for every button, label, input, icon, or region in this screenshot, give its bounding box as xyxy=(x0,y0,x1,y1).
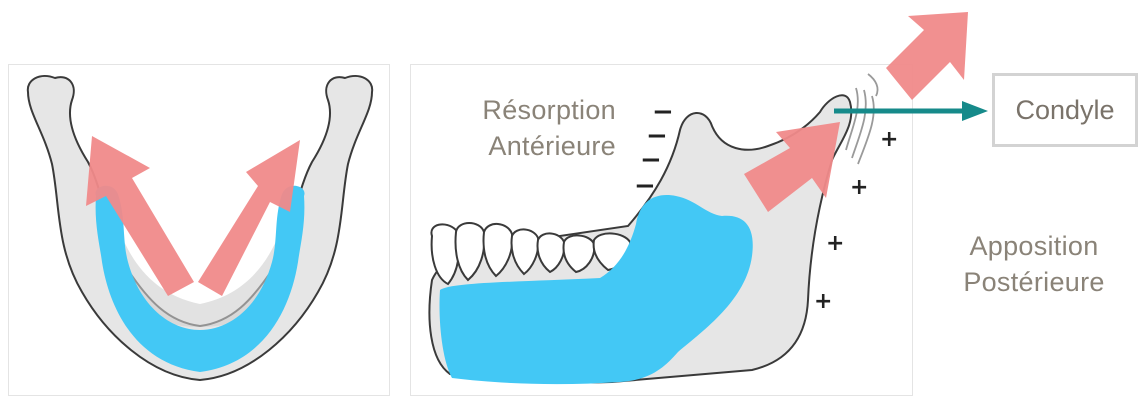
resorption-label-line2: Antérieure xyxy=(446,128,616,164)
growth-arrow-upper-right xyxy=(886,12,968,100)
plus-sign: + xyxy=(880,127,898,152)
apposition-label: Apposition Postérieure xyxy=(936,228,1132,300)
mandible-top-view xyxy=(28,76,372,380)
apposition-label-line1: Apposition xyxy=(936,228,1132,264)
plus-sign: + xyxy=(826,231,844,256)
condyle-label-box: Condyle xyxy=(992,73,1138,147)
minus-sign: − xyxy=(634,171,656,201)
condyle-label: Condyle xyxy=(1015,95,1114,126)
plus-sign: + xyxy=(850,175,868,200)
resorption-label-line1: Résorption xyxy=(446,92,616,128)
apposition-label-line2: Postérieure xyxy=(936,264,1132,300)
plus-sign: + xyxy=(814,289,832,314)
resorption-label: Résorption Antérieure xyxy=(446,92,616,164)
